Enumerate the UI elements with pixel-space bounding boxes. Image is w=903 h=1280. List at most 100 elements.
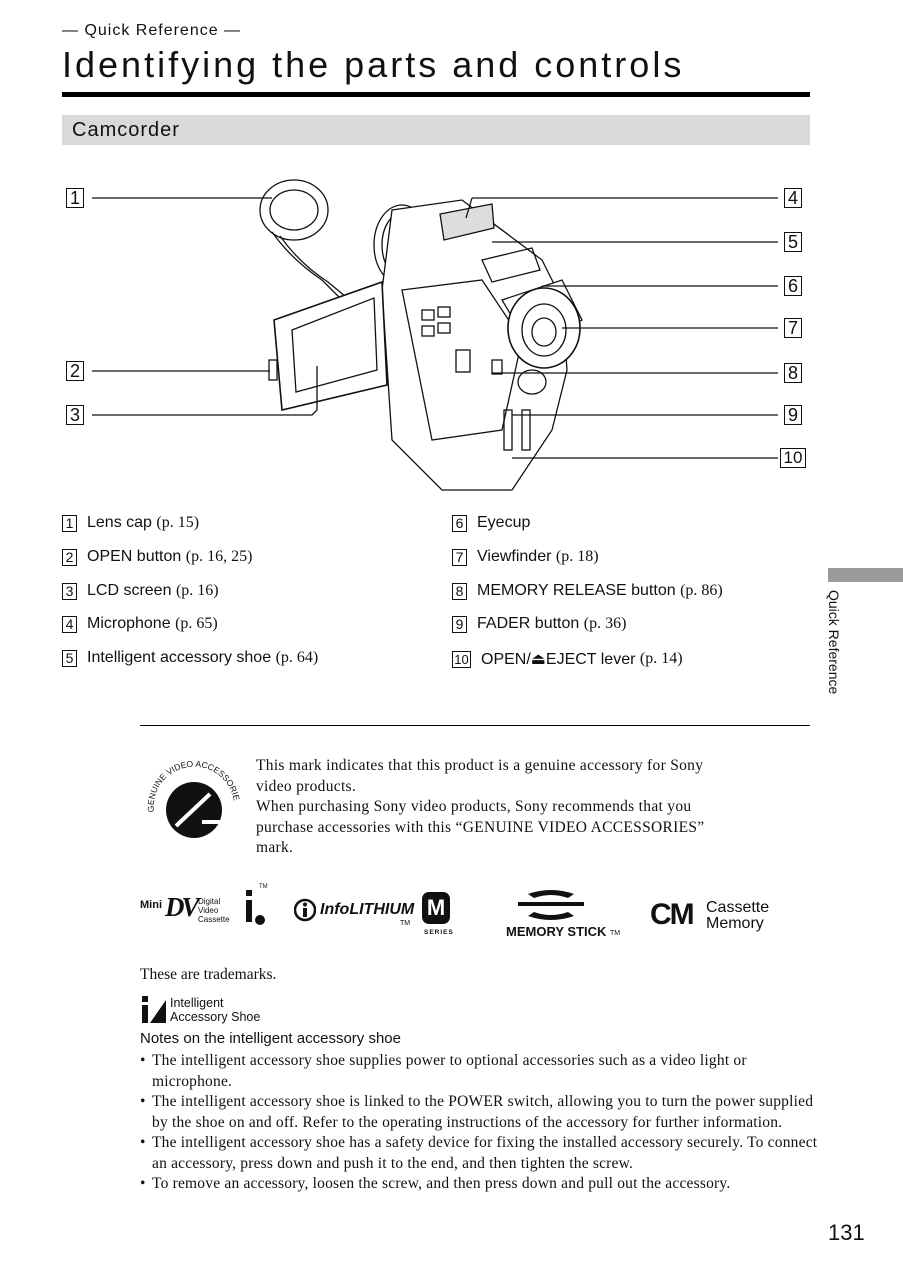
callout-7: 7 xyxy=(784,318,802,338)
legend-number: 5 xyxy=(62,649,77,667)
minidv-cassette-text: Cassette xyxy=(198,915,230,924)
side-index-label: Quick Reference xyxy=(826,590,846,710)
minidv-dv-text: DV xyxy=(165,892,199,922)
series-m-badge: M xyxy=(422,892,450,924)
genuine-line: This mark indicates that this product is… xyxy=(256,757,704,774)
note-item: The intelligent accessory shoe supplies … xyxy=(140,1051,820,1092)
memory-stick-icon xyxy=(518,890,584,920)
ias-logo: Intelligent Accessory Shoe xyxy=(140,994,280,1028)
callout-1: 1 xyxy=(66,188,84,208)
legend-name: Intelligent accessory shoe xyxy=(87,649,272,666)
callout-6: 6 xyxy=(784,276,802,296)
legend-page-ref: (p. 16, 25) xyxy=(185,548,253,565)
legend-item: 10 OPEN/⏏EJECT lever (p. 14) xyxy=(452,649,683,671)
genuine-line: purchase accessories with this “GENUINE … xyxy=(256,818,705,836)
trademarks-note: These are trademarks. xyxy=(140,966,277,983)
legend-page-ref: (p. 18) xyxy=(555,548,599,565)
callout-5: 5 xyxy=(784,232,802,252)
legend-item: 4 Microphone (p. 65) xyxy=(62,615,218,637)
infolithium-logo: InfoLITHIUM TM M SERIES xyxy=(294,892,464,940)
side-index-text: Quick Reference xyxy=(826,590,842,695)
legend-number: 8 xyxy=(452,582,467,600)
minidv-mini-text: Mini xyxy=(140,899,162,911)
cm-mark: CM xyxy=(650,898,695,931)
callout-3: 3 xyxy=(66,405,84,425)
legend-number: 7 xyxy=(452,548,467,566)
callout-10: 10 xyxy=(780,448,806,468)
callout-9: 9 xyxy=(784,405,802,425)
callout-2: 2 xyxy=(66,361,84,381)
legend-page-ref: (p. 14) xyxy=(639,650,683,667)
ilink-logo: TM xyxy=(243,884,273,930)
minidv-digital-text: Digital xyxy=(198,897,221,906)
legend-page-ref: (p. 86) xyxy=(680,582,723,599)
legend-number: 2 xyxy=(62,548,77,566)
legend-item: 1 Lens cap (p. 15) xyxy=(62,514,199,536)
legend-item: 9 FADER button (p. 36) xyxy=(452,615,626,637)
title-rule xyxy=(62,92,810,97)
callout-8: 8 xyxy=(784,363,802,383)
lens-cap-outer xyxy=(259,179,329,241)
legend-item: 8 MEMORY RELEASE button (p. 86) xyxy=(452,582,723,604)
legend-page-ref: (p. 64) xyxy=(275,649,319,666)
legend-item: 3 LCD screen (p. 16) xyxy=(62,582,219,604)
minidv-video-text: Video xyxy=(198,906,219,915)
legend-number: 4 xyxy=(62,615,77,633)
info-i-icon xyxy=(294,898,316,922)
legend-name: FADER button xyxy=(477,615,580,632)
legend-number: 9 xyxy=(452,615,467,633)
legend-item: 2 OPEN button (p. 16, 25) xyxy=(62,548,252,570)
section-title: Camcorder xyxy=(72,119,180,141)
series-text: SERIES xyxy=(424,929,454,936)
cassette-memory-logo: CM Cassette Memory xyxy=(650,898,780,938)
page-number: 131 xyxy=(828,1220,865,1245)
legend-page-ref: (p. 65) xyxy=(175,615,218,632)
minidv-logo: Mini DV Digital Video Cassette xyxy=(140,890,245,930)
legend-name: Lens cap xyxy=(87,514,152,531)
notes-list: The intelligent accessory shoe supplies … xyxy=(140,1051,820,1195)
legend-item: 7 Viewfinder (p. 18) xyxy=(452,548,599,570)
cassette-memory-line2: Memory xyxy=(706,915,764,932)
side-index-tab xyxy=(828,568,903,582)
note-item: The intelligent accessory shoe has a saf… xyxy=(140,1133,820,1174)
memory-stick-text: MEMORY STICK xyxy=(506,924,607,939)
camcorder-illustration xyxy=(92,179,778,491)
legend-number: 10 xyxy=(452,650,471,668)
section-kicker: — Quick Reference — xyxy=(62,22,242,39)
legend-item: 6 Eyecup xyxy=(452,514,530,536)
ias-line1: Intelligent xyxy=(170,996,224,1010)
note-item: To remove an accessory, loosen the screw… xyxy=(140,1174,820,1195)
legend-page-ref: (p. 16) xyxy=(175,582,219,599)
memory-stick-logo: MEMORY STICK TM xyxy=(506,888,626,942)
legend-number: 3 xyxy=(62,582,77,600)
legend-page-ref: (p. 36) xyxy=(583,615,627,632)
infolithium-tm: TM xyxy=(400,920,411,927)
legend-name: Microphone xyxy=(87,615,171,632)
legend-name: Eyecup xyxy=(477,514,531,531)
genuine-accessories-logo: GENUINE VIDEO ACCESSORIES xyxy=(137,744,244,856)
page-title: Identifying the parts and controls xyxy=(62,44,685,85)
camcorder-figure: 1 2 3 4 5 6 7 8 9 10 xyxy=(62,170,810,500)
legend-page-ref: (p. 15) xyxy=(156,514,200,531)
genuine-line: mark. xyxy=(256,839,294,856)
legend-name: LCD screen xyxy=(87,582,172,599)
cassette-memory-line1: Cassette xyxy=(706,899,770,916)
legend-name: Viewfinder xyxy=(477,548,552,565)
genuine-line: video products. xyxy=(256,777,357,795)
ias-icon xyxy=(142,996,166,1023)
ilink-tm: TM xyxy=(259,884,268,890)
memory-stick-tm: TM xyxy=(610,930,621,937)
legend-item: 5 Intelligent accessory shoe (p. 64) xyxy=(62,649,318,671)
divider xyxy=(140,725,810,726)
genuine-line: When purchasing Sony video products, Son… xyxy=(256,798,692,815)
legend-name: OPEN/⏏EJECT lever xyxy=(481,651,636,668)
infolithium-text: InfoLITHIUM xyxy=(320,901,415,918)
section-bar: Camcorder xyxy=(62,115,810,145)
ilink-icon xyxy=(246,890,265,925)
genuine-accessories-mark: GENUINE VIDEO ACCESSORIES xyxy=(137,744,242,838)
legend-number: 1 xyxy=(62,514,77,532)
legend-number: 6 xyxy=(452,514,467,532)
notes-heading: Notes on the intelligent accessory shoe xyxy=(140,1030,401,1047)
legend-name: OPEN button xyxy=(87,548,182,565)
legend-name: MEMORY RELEASE button xyxy=(477,582,676,599)
